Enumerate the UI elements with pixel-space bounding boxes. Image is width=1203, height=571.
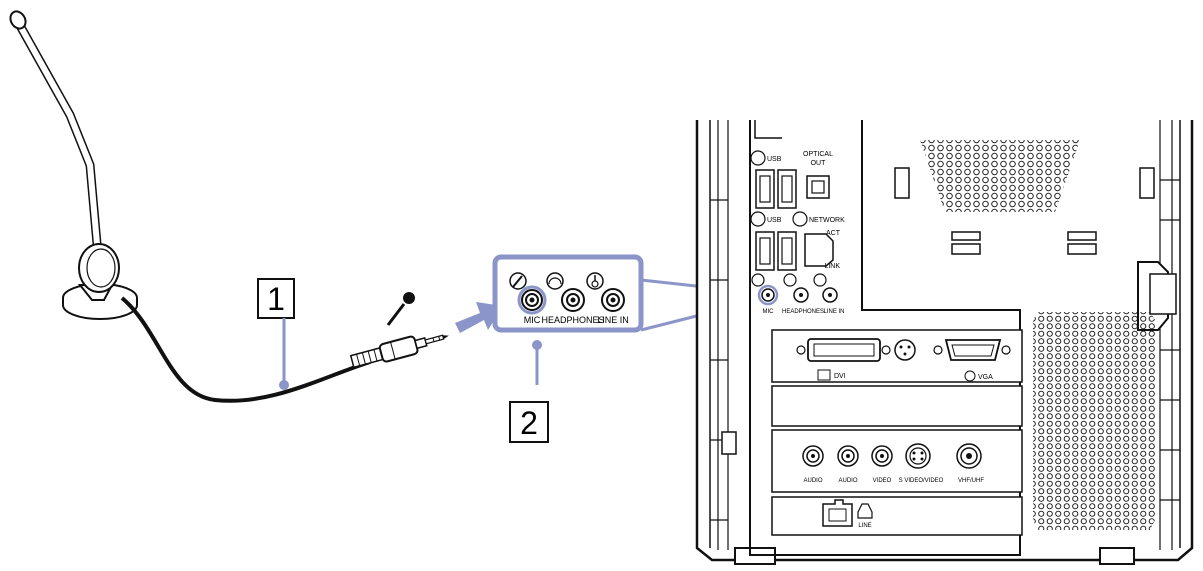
network-icon xyxy=(792,211,808,227)
zoom-line-in-label: LINE IN xyxy=(597,315,629,325)
act-label: ACT xyxy=(826,230,841,237)
rear-mic-label: MIC xyxy=(763,309,775,315)
optical-label-2: OUT xyxy=(811,160,827,167)
tv-card-jacks: AUDIO AUDIO VIDEO S VIDEO/VIDEO VHF/UHF xyxy=(802,443,984,484)
callout-1-label: 1 xyxy=(267,281,285,317)
usb-top-ports: USB xyxy=(750,150,797,209)
rear-headphones-label: HEADPHONES xyxy=(782,309,824,315)
vga-label: VGA xyxy=(978,374,993,381)
usb-icon xyxy=(750,211,766,227)
video-label: VIDEO xyxy=(873,478,892,484)
usb-icon xyxy=(750,150,766,166)
computer-rear-panel: USB OPTICAL OUT USB NETWORK ACT LINK xyxy=(695,120,1194,565)
dvi-port: DVI xyxy=(796,338,891,381)
network-label: NETWORK xyxy=(809,217,845,224)
optical-label-1: OPTICAL xyxy=(803,151,833,158)
callout-2: 2 xyxy=(509,340,549,443)
network-port xyxy=(804,233,834,267)
dvi-icon xyxy=(817,369,831,381)
svideo-out-port xyxy=(894,339,916,361)
vga-icon xyxy=(964,370,976,382)
vga-port: VGA xyxy=(933,339,1011,382)
link-label: LINK xyxy=(824,263,840,270)
line-label: LINE xyxy=(858,523,871,529)
top-vent xyxy=(920,140,1080,212)
line-in-jack xyxy=(601,288,625,312)
zoom-mic-label: MIC xyxy=(524,315,541,325)
mic-plug xyxy=(349,334,449,369)
svideo-label: S VIDEO/VIDEO xyxy=(899,478,944,484)
audio-label-2: AUDIO xyxy=(838,478,857,484)
modem-card-slot xyxy=(771,496,1023,536)
microphone-icon xyxy=(386,292,415,326)
callout-1: 1 xyxy=(257,278,295,390)
mic-cable xyxy=(120,296,371,403)
headphones-symbol-icon xyxy=(546,272,564,290)
usb-mid-label: USB xyxy=(767,217,782,224)
zoom-headphones-label: HEADPHONES xyxy=(541,315,604,325)
mic-jack xyxy=(517,285,547,315)
vhf-label: VHF/UHF xyxy=(958,478,984,484)
usb-top-label: USB xyxy=(767,156,782,163)
microphone xyxy=(9,10,138,320)
arrow-icon xyxy=(455,302,503,333)
phone-icon xyxy=(857,503,873,519)
dvi-label: DVI xyxy=(834,373,846,380)
rear-line-in-label: LINE IN xyxy=(823,309,844,315)
callout-2-label: 2 xyxy=(520,405,538,441)
headphones-jack xyxy=(561,288,585,312)
audio-label-1: AUDIO xyxy=(803,478,822,484)
lower-vent xyxy=(1033,312,1155,530)
